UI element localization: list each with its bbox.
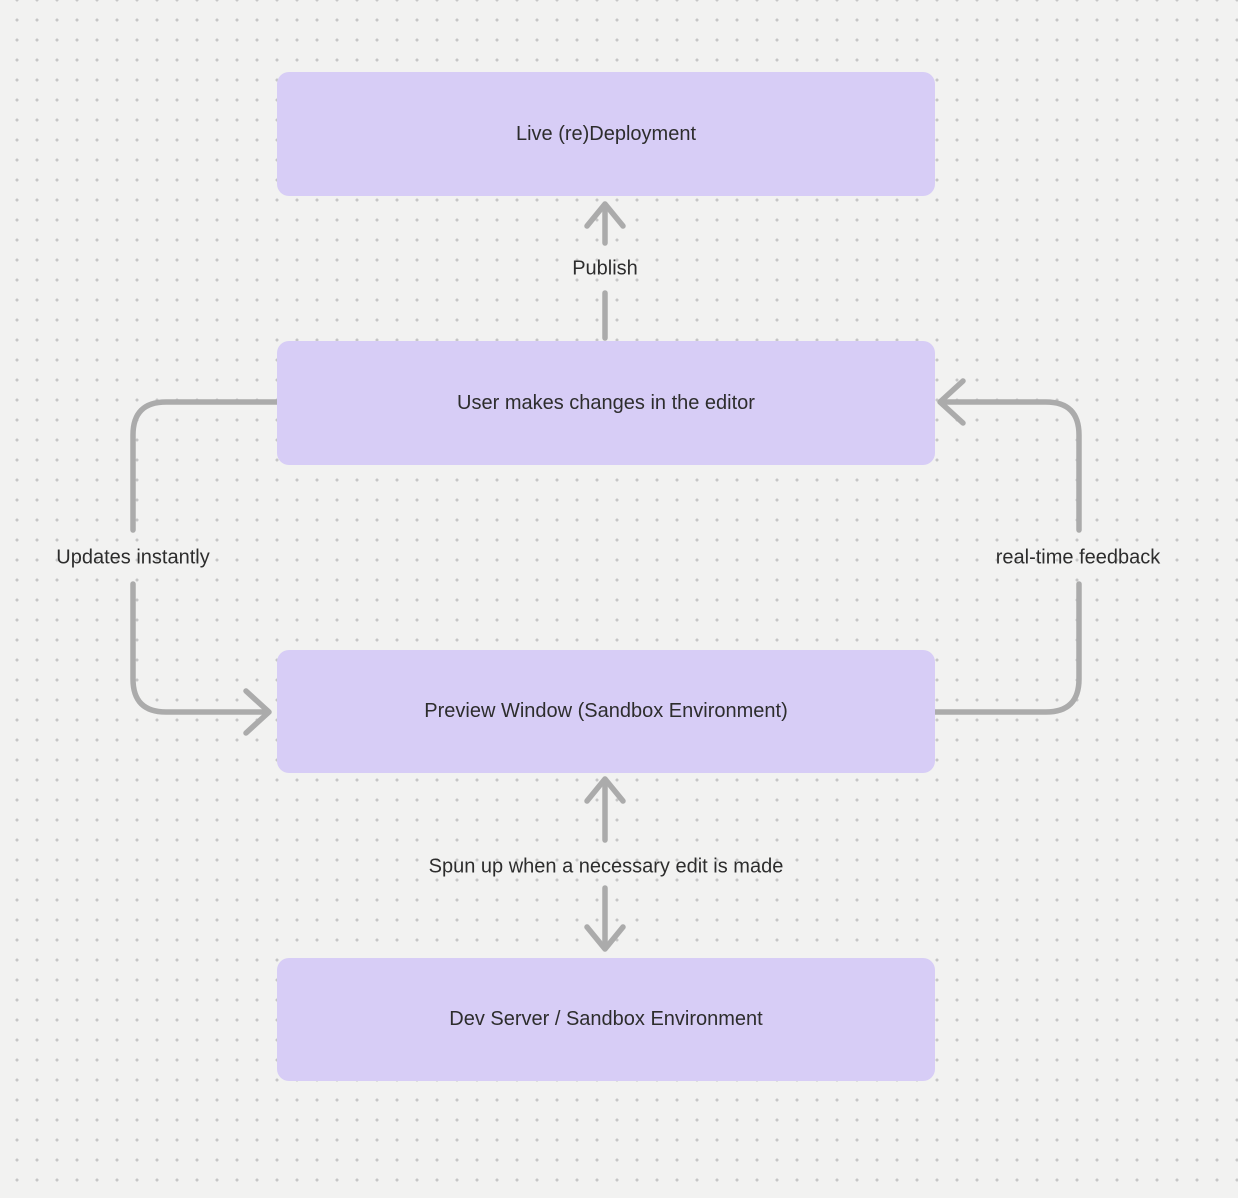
edge-label-real-time-feedback: real-time feedback <box>995 546 1161 569</box>
arrowhead-up-icon <box>584 201 626 229</box>
edge-publish-arrow <box>584 201 626 341</box>
node-label: Live (re)Deployment <box>515 122 697 145</box>
edge-label-updates-instantly: Updates instantly <box>56 546 210 569</box>
node-label: User makes changes in the editor <box>457 391 755 414</box>
edge-label-publish: Publish <box>572 257 638 280</box>
node-dev-server: Dev Server / Sandbox Environment <box>277 958 935 1081</box>
arrowhead-left-icon <box>937 378 966 426</box>
arrowhead-up-icon <box>584 776 626 804</box>
arrowhead-right-icon <box>243 688 272 736</box>
edge-label-spun-up: Spun up when a necessary edit is made <box>428 855 784 878</box>
edge-real-time-feedback-arrow <box>932 378 1082 715</box>
edge-spun-up-arrows <box>584 776 626 952</box>
node-live-redeployment: Live (re)Deployment <box>277 72 935 196</box>
node-user-changes: User makes changes in the editor <box>277 341 935 465</box>
arrowhead-down-icon <box>584 924 626 952</box>
node-label: Dev Server / Sandbox Environment <box>449 1008 763 1030</box>
node-preview-window: Preview Window (Sandbox Environment) <box>277 650 935 773</box>
edge-updates-instantly-arrow <box>130 399 280 736</box>
node-label: Preview Window (Sandbox Environment) <box>424 700 788 722</box>
